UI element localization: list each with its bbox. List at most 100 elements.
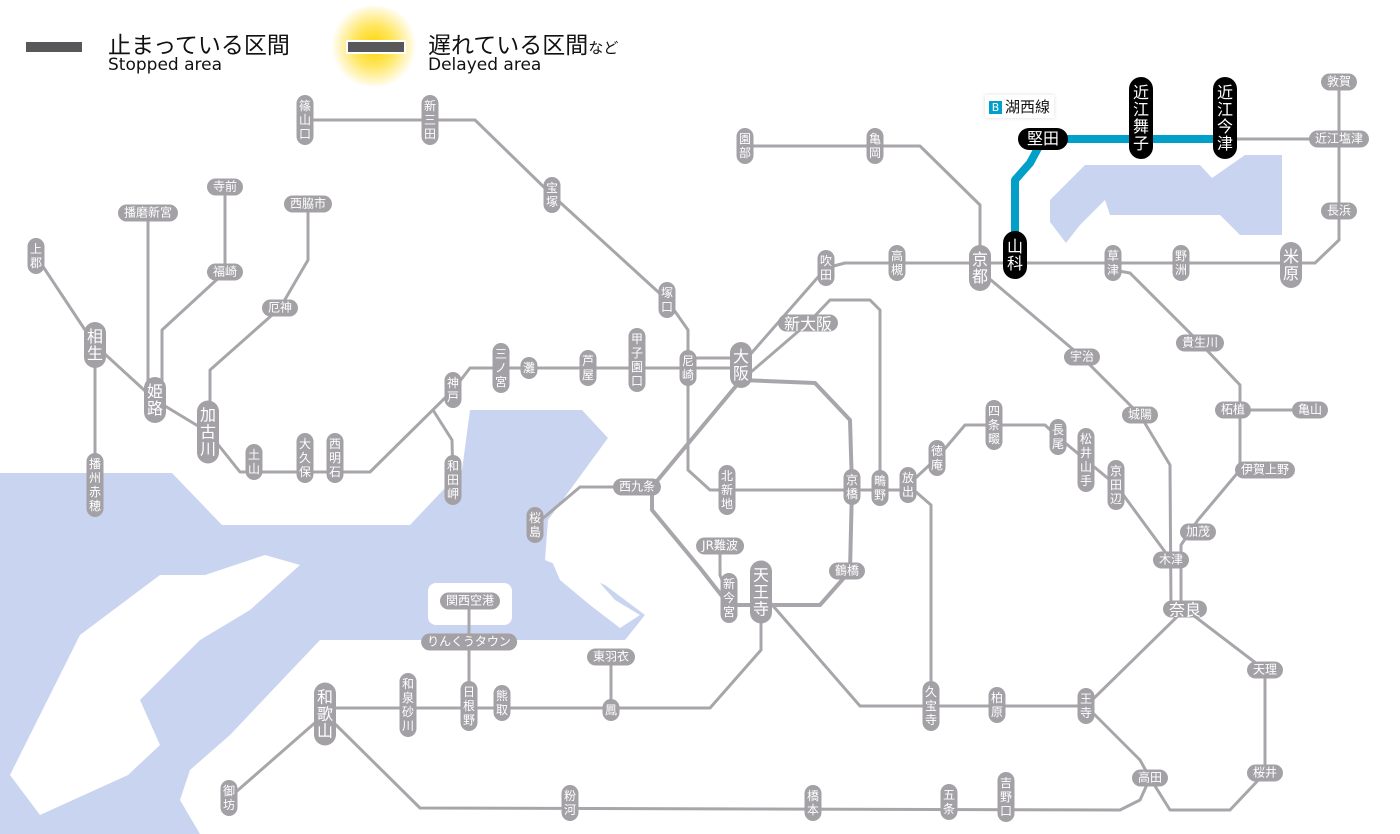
station-normal[interactable]: 粉河	[561, 785, 579, 821]
station-normal[interactable]: 和田岬	[444, 455, 462, 505]
station-normal[interactable]: 木津	[1152, 551, 1190, 569]
station-normal[interactable]: 柏原	[988, 687, 1006, 723]
station-stopped[interactable]: 堅田	[1017, 128, 1069, 150]
station-normal[interactable]: 五条	[940, 784, 958, 820]
station-normal[interactable]: 園部	[736, 128, 754, 164]
station-normal[interactable]: 柘植	[1214, 401, 1252, 419]
station-normal[interactable]: 塚口	[658, 282, 676, 318]
station-normal[interactable]: 放出	[899, 467, 917, 503]
station-normal[interactable]: 徳庵	[928, 440, 946, 476]
station-normal[interactable]: 御坊	[220, 780, 238, 816]
station-normal[interactable]: 高槻	[888, 245, 906, 281]
line-kisei	[228, 712, 326, 800]
station-normal[interactable]: 加古川	[197, 400, 219, 464]
station-normal[interactable]: 北新地	[718, 465, 736, 515]
line-katamachi	[906, 423, 1173, 561]
station-normal[interactable]: 新三田	[421, 95, 439, 145]
station-normal[interactable]: 福崎	[206, 263, 244, 281]
station-normal[interactable]: 貴生川	[1175, 334, 1225, 352]
station-normal[interactable]: 和歌山	[314, 682, 336, 746]
station-normal[interactable]: 姫路	[144, 377, 166, 423]
station-normal[interactable]: 宇治	[1063, 348, 1101, 366]
station-normal[interactable]: 長浜	[1320, 202, 1358, 220]
station-normal[interactable]: 新大阪	[777, 314, 839, 333]
station-normal[interactable]: 城陽	[1121, 406, 1159, 424]
station-normal[interactable]: 長尾	[1049, 419, 1067, 455]
station-stopped[interactable]: 近江今津	[1213, 77, 1237, 159]
station-normal[interactable]: 和泉砂川	[399, 673, 417, 737]
station-normal[interactable]: 熊取	[493, 685, 511, 721]
station-normal[interactable]: 桜島	[526, 507, 544, 543]
station-normal[interactable]: 橋本	[804, 785, 822, 821]
station-normal[interactable]: 関西空港	[439, 592, 501, 610]
station-normal[interactable]: 宝塚	[543, 177, 561, 213]
station-normal[interactable]: 京都	[969, 245, 991, 291]
station-normal[interactable]: 大阪	[730, 342, 752, 388]
station-normal[interactable]: 厄神	[261, 299, 299, 317]
delayed-label-jp: 遅れている区間など	[428, 26, 618, 60]
station-normal[interactable]: 新今宮	[720, 573, 738, 623]
station-stopped[interactable]: 近江舞子	[1129, 77, 1153, 159]
station-normal[interactable]: 大久保	[296, 433, 314, 483]
station-normal[interactable]: 吹田	[817, 250, 835, 286]
station-normal[interactable]: 伊賀上野	[1234, 461, 1296, 479]
line-tozai	[686, 368, 908, 492]
station-normal[interactable]: 芦屋	[579, 350, 597, 386]
station-normal[interactable]: 久宝寺	[922, 681, 940, 731]
station-normal[interactable]: 西脇市	[283, 195, 333, 213]
station-normal[interactable]: 尼崎	[679, 350, 697, 386]
line-sakurai	[1148, 607, 1267, 812]
station-normal[interactable]: 松井山手	[1077, 428, 1095, 492]
station-normal[interactable]: 草津	[1104, 245, 1122, 281]
station-normal[interactable]: 日根野	[460, 681, 478, 731]
station-normal[interactable]: 吉野口	[997, 772, 1015, 822]
line-bantan	[160, 187, 227, 400]
station-stopped[interactable]: 山科	[1003, 231, 1027, 279]
station-normal[interactable]: 相生	[84, 322, 106, 368]
station-normal[interactable]: 四条畷	[985, 400, 1003, 450]
station-normal[interactable]: 東羽衣	[586, 648, 636, 666]
osaka-bay	[0, 410, 645, 834]
station-normal[interactable]: 野洲	[1172, 245, 1190, 281]
station-normal[interactable]: 西明石	[326, 433, 344, 483]
station-normal[interactable]: 西九条	[612, 478, 662, 496]
station-normal[interactable]: りんくうタウン	[421, 633, 517, 651]
station-normal[interactable]: 寺前	[206, 178, 244, 196]
station-normal[interactable]: 天王寺	[750, 560, 772, 624]
station-normal[interactable]: 鶴橋	[828, 562, 866, 580]
delayed-label-en: Delayed area	[428, 55, 542, 75]
station-normal[interactable]: 神戸	[444, 372, 462, 408]
station-normal[interactable]: 奈良	[1162, 600, 1208, 619]
station-normal[interactable]: 播磨新宮	[117, 204, 179, 222]
delayed-swatch	[346, 40, 406, 54]
station-normal[interactable]: 加茂	[1179, 523, 1217, 541]
station-normal[interactable]: 京田辺	[1107, 460, 1125, 510]
station-normal[interactable]: 桜井	[1246, 764, 1284, 782]
station-normal[interactable]: 甲子園口	[628, 328, 646, 392]
station-normal[interactable]: 近江塩津	[1308, 130, 1370, 148]
station-normal[interactable]: JR難波	[696, 537, 744, 555]
line-yamatoji	[759, 591, 1187, 708]
station-normal[interactable]: 篠山口	[296, 95, 314, 145]
station-normal[interactable]: 敦賀	[1320, 73, 1358, 91]
station-normal[interactable]: 天理	[1246, 661, 1284, 679]
station-normal[interactable]: 王寺	[1077, 688, 1095, 724]
line-wakayama	[323, 704, 1152, 812]
stopped-label-jp: 止まっている区間	[108, 33, 290, 59]
station-normal[interactable]: 京橋	[843, 469, 861, 505]
station-normal[interactable]: 亀山	[1291, 401, 1329, 419]
station-normal[interactable]: 鴫野	[871, 470, 889, 506]
delayed-jp-suffix: など	[588, 39, 619, 57]
station-normal[interactable]: 播州赤穂	[86, 453, 104, 517]
station-normal[interactable]: 鳳	[602, 699, 620, 721]
line-kobe	[34, 255, 741, 474]
station-normal[interactable]: 土山	[245, 444, 263, 480]
station-normal[interactable]: 亀岡	[866, 128, 884, 164]
line-kosei-stopped[interactable]	[1011, 135, 1225, 255]
station-normal[interactable]: 上郡	[27, 238, 45, 274]
station-normal[interactable]: 高田	[1131, 769, 1169, 787]
station-normal[interactable]: 灘	[520, 357, 538, 379]
station-normal[interactable]: 米原	[1280, 242, 1302, 288]
station-normal[interactable]: 三ノ宮	[492, 343, 510, 393]
